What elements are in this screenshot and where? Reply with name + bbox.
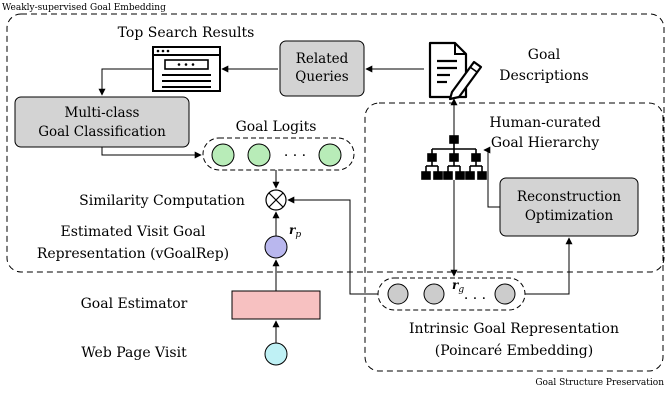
hierarchy-line1: Human-curated	[489, 115, 600, 131]
related-queries-line1: Related	[296, 51, 349, 67]
browser-window-icon	[152, 46, 221, 92]
connector-arrows	[98, 65, 573, 343]
goal-descriptions-line1: Goal	[528, 47, 561, 63]
related-queries-line2: Queries	[295, 69, 349, 85]
visit-goal-rep-node	[264, 235, 288, 259]
goal-classification-line2: Goal Classification	[38, 124, 166, 140]
arrow-classification-to-logits	[101, 147, 202, 159]
hierarchy-tree-icon	[421, 135, 487, 180]
goal-description-document-icon	[428, 41, 483, 101]
similarity-operator-icon	[265, 189, 287, 211]
intrinsic-rep-ellipsis: · · ·	[464, 291, 486, 307]
intrinsic-rep-line1: Intrinsic Goal Representation	[409, 321, 619, 337]
goal-logit-node	[318, 143, 342, 167]
goal-estimator-box	[231, 290, 321, 320]
arrow-reconstruction-to-hierarchy	[483, 146, 500, 208]
arrow-results-to-classification	[98, 68, 153, 96]
rg-symbol: rg	[452, 278, 464, 295]
hierarchy-line2: Goal Hierarchy	[491, 135, 599, 151]
goal-logits-ellipsis: · · ·	[284, 148, 306, 164]
embedding-region-title: Weakly-supervised Goal Embedding	[2, 3, 166, 13]
rp-symbol: rp	[289, 223, 301, 240]
goal-classification-line1: Multi-class	[65, 105, 140, 121]
top-search-results-label: Top Search Results	[118, 25, 255, 41]
reconstruction-line2: Optimization	[525, 208, 614, 224]
preservation-region-title: Goal Structure Preservation	[535, 378, 664, 388]
intrinsic-rep-line2: (Poincaré Embedding)	[435, 343, 593, 359]
goal-estimator-label: Goal Estimator	[81, 296, 188, 312]
visit-goal-rep-line1: Estimated Visit Goal	[61, 224, 206, 240]
web-page-visit-label: Web Page Visit	[81, 345, 187, 361]
visit-goal-rep-line2: Representation (vGoalRep)	[37, 246, 229, 262]
goal-logits-group	[202, 137, 355, 171]
preservation-region	[364, 102, 664, 372]
arrow-representation-to-reconstruction	[525, 237, 573, 295]
goal-logits-label: Goal Logits	[236, 119, 317, 135]
similarity-label: Similarity Computation	[79, 193, 245, 209]
reconstruction-box	[499, 177, 639, 237]
intrinsic-rep-node	[494, 283, 516, 305]
reconstruction-line1: Reconstruction	[517, 189, 621, 205]
intrinsic-rep-node	[387, 283, 409, 305]
goal-logit-node	[247, 143, 271, 167]
related-queries-box	[279, 40, 365, 97]
arrow-representation-to-similarity	[287, 196, 378, 295]
goal-descriptions-line2: Descriptions	[499, 68, 588, 84]
embedding-region	[6, 13, 665, 273]
intrinsic-rep-node	[423, 283, 445, 305]
goal-logit-node	[211, 143, 235, 167]
web-page-visit-node	[264, 342, 288, 366]
